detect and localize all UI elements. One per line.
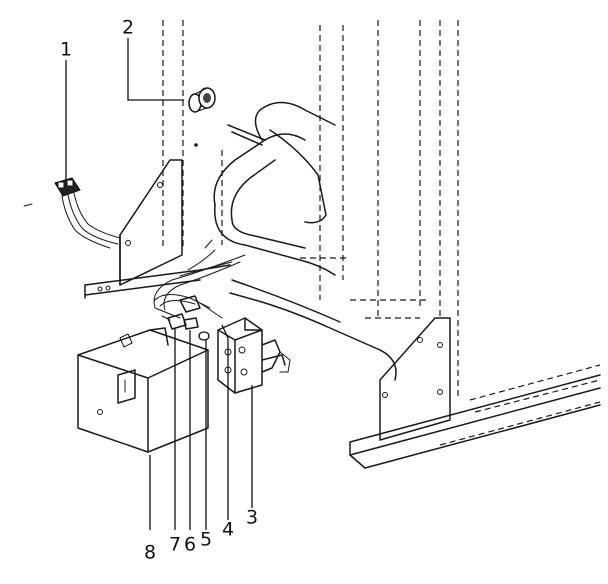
callout-leaders [65, 38, 253, 530]
callout-6: 6 [183, 533, 197, 556]
callout-3: 3 [245, 506, 259, 529]
callout-1: 1 [59, 38, 73, 61]
callout-5: 5 [199, 528, 213, 551]
callout-4: 4 [221, 518, 235, 541]
callout-8: 8 [143, 541, 157, 564]
part-1-terminal-block [23, 177, 121, 249]
cabinet-frame [162, 20, 459, 400]
left-bracket [84, 159, 231, 299]
part-8-cover-box [77, 327, 209, 453]
parts-3-4-relay [217, 317, 291, 394]
coil-tubing [213, 101, 397, 381]
parts-5-6-7-connectors [161, 313, 210, 341]
callout-7: 7 [168, 533, 182, 556]
wiring-harness [153, 239, 246, 319]
right-bracket [349, 317, 601, 469]
part-2-grommet [188, 87, 216, 147]
callout-2: 2 [121, 16, 135, 39]
